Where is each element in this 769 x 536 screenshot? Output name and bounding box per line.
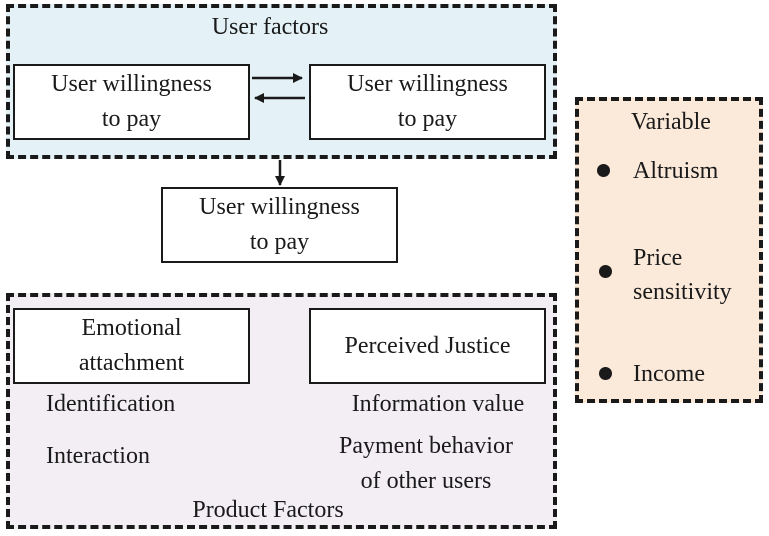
user-factors-title: User factors xyxy=(211,14,329,40)
variable-title: Variable xyxy=(631,109,711,135)
box-line: to pay xyxy=(101,106,162,132)
emotional-attachment-box: Emotional attachment xyxy=(13,308,250,384)
box-line: attachment xyxy=(78,350,185,376)
perceived-justice-box: Perceived Justice xyxy=(309,308,546,384)
product-factors-title: Product Factors xyxy=(192,497,344,523)
information-value-label: Information value xyxy=(351,391,525,417)
box-line: Perceived Justice xyxy=(344,332,511,359)
bullet-icon xyxy=(599,265,612,278)
label-line: Payment behavior xyxy=(339,433,513,459)
box-line: to pay xyxy=(397,106,458,132)
interaction-label: Interaction xyxy=(46,443,150,469)
bullet-icon xyxy=(597,164,610,177)
box-line: Emotional xyxy=(81,315,182,341)
variable-group xyxy=(575,97,763,403)
variable-item-altruism: Altruism xyxy=(633,158,719,184)
identification-label: Identification xyxy=(46,391,176,417)
payment-behavior-label: Payment behavior of other users xyxy=(310,431,542,496)
variable-item-price-sensitivity: Price sensitivity xyxy=(633,241,732,309)
box-line: User willingness xyxy=(347,71,508,97)
box-line: to pay xyxy=(249,229,310,255)
box-line: User willingness xyxy=(199,194,360,220)
box-line: User willingness xyxy=(51,71,212,97)
user-willingness-outcome-box: User willingness to pay xyxy=(161,187,398,263)
user-willingness-box-right: User willingness to pay xyxy=(309,64,546,140)
label-line: sensitivity xyxy=(633,279,732,305)
variable-item-income: Income xyxy=(633,361,705,387)
label-line: Price xyxy=(633,245,683,271)
label-line: of other users xyxy=(360,468,492,494)
bullet-icon xyxy=(599,367,612,380)
user-willingness-box-left: User willingness to pay xyxy=(13,64,250,140)
